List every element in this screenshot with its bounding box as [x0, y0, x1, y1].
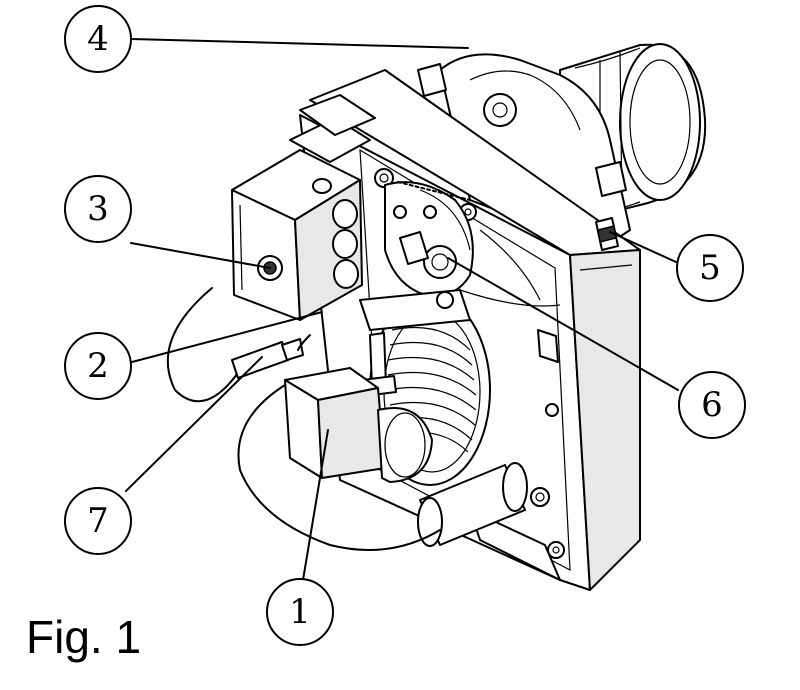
electrical-junction-box [231, 94, 376, 321]
callout-3: 3 [64, 175, 132, 243]
callout-1: 1 [266, 578, 334, 646]
svg-text:3: 3 [87, 189, 109, 229]
svg-text:2: 2 [87, 346, 109, 386]
svg-text:7: 7 [87, 501, 109, 541]
damper-gear-assembly [384, 181, 561, 307]
svg-text:5: 5 [699, 248, 721, 288]
callout-2: 2 [64, 332, 132, 400]
figure-caption: Fig. 1 [26, 611, 142, 663]
svg-text:4: 4 [87, 19, 109, 59]
callout-6: 6 [678, 371, 746, 439]
svg-text:1: 1 [289, 592, 311, 632]
svg-text:6: 6 [701, 385, 723, 425]
callout-4: 4 [64, 5, 132, 73]
callout-7: 7 [64, 487, 132, 555]
callout-leader-lines [125, 38, 679, 581]
cable-gland [595, 217, 619, 251]
callout-5: 5 [676, 234, 744, 302]
motor-block [284, 367, 433, 483]
capacitor [417, 462, 528, 547]
